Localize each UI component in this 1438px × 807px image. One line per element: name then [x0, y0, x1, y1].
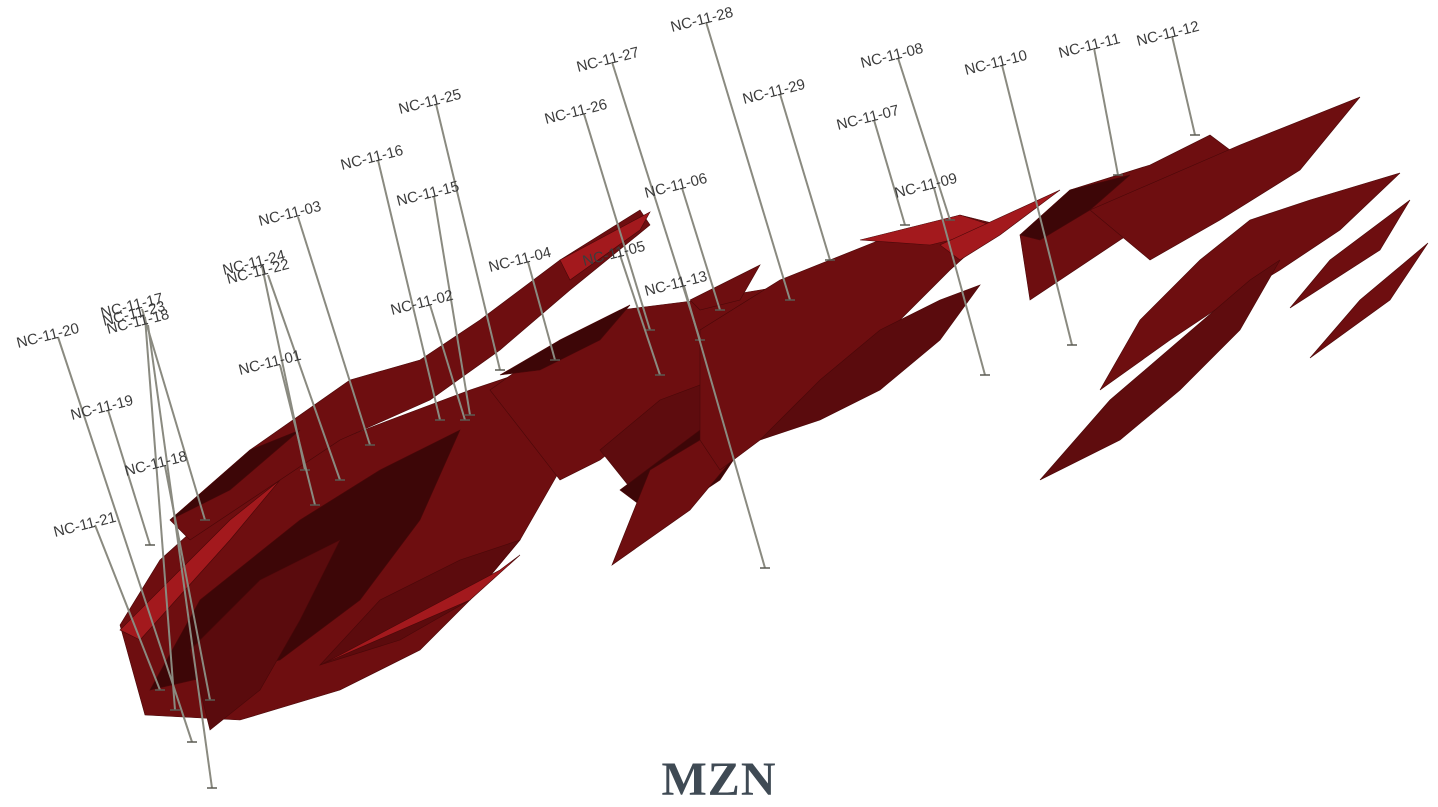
drill-hole-trace — [144, 316, 176, 711]
drill-hole-trace — [377, 159, 441, 421]
drill-hole-label: NC-11-29 — [741, 76, 807, 108]
drill-hole-label: NC-11-25 — [397, 86, 463, 118]
mineralized-zone-solids — [119, 96, 1429, 731]
orebody-panel — [1019, 174, 1131, 241]
drill-hole-label: NC-11-08 — [859, 40, 925, 72]
drill-hole-trace — [94, 524, 161, 691]
drill-hole-label: NC-11-04 — [487, 244, 553, 276]
drill-hole-label: NC-11-02 — [389, 287, 455, 319]
drill-hole-trace — [57, 336, 193, 743]
drill-hole-trace — [433, 195, 471, 416]
drill-hole-label: NC-11-06 — [643, 170, 709, 202]
drill-hole-trace — [107, 409, 151, 546]
drill-hole-trace — [1093, 47, 1119, 176]
orebody-panel — [169, 429, 301, 521]
orebody-panel — [189, 539, 341, 731]
drill-hole-label: NC-11-10 — [963, 47, 1029, 79]
drill-hole-trace — [141, 308, 206, 521]
drill-hole-label: NC-11-13 — [643, 268, 709, 300]
orebody-panel — [499, 304, 631, 376]
drill-hole-label: NC-11-07 — [835, 102, 901, 134]
drill-hole-trace — [267, 274, 341, 481]
drill-hole-label: NC-11-01 — [237, 347, 303, 379]
drill-hole-trace — [147, 324, 213, 789]
orebody-panel — [119, 479, 281, 641]
orebody-panel — [939, 189, 1061, 261]
drill-hole-label: NC-11-16 — [339, 142, 405, 174]
orebody-panel — [559, 211, 651, 281]
drill-hole-trace — [297, 216, 371, 446]
drill-hole-label: NC-11-20 — [15, 320, 81, 352]
orebody-panel — [319, 539, 521, 666]
drill-hole-label: NC-11-09 — [893, 170, 959, 202]
orebody-panel — [759, 284, 981, 441]
drill-hole-trace — [779, 93, 831, 261]
drill-hole-trace — [527, 261, 556, 361]
drill-hole-trace — [933, 187, 986, 376]
drill-hole-trace — [897, 57, 951, 221]
drill-hole-traces — [57, 21, 1200, 789]
orebody-panel — [1089, 96, 1361, 261]
drill-hole-trace — [705, 21, 791, 301]
model-title: MZN — [661, 753, 777, 806]
orebody-panel — [319, 554, 521, 666]
drill-hole-trace — [873, 119, 906, 226]
drill-hole-trace — [683, 285, 766, 569]
orebody-panel — [1039, 259, 1281, 481]
drill-hole-trace — [583, 113, 651, 331]
drill-hole-trace — [1001, 64, 1073, 346]
drill-hole-trace — [1171, 35, 1196, 136]
drill-hole-trace — [164, 465, 211, 701]
drill-hole-label: NC-11-11 — [1057, 30, 1122, 62]
drill-hole-trace — [435, 103, 501, 371]
drill-hole-label: NC-11-28 — [669, 4, 735, 36]
drill-hole-label: NC-11-26 — [543, 96, 609, 128]
drill-hole-trace — [429, 304, 466, 421]
drill-hole-label: NC-11-12 — [1135, 18, 1201, 50]
drill-hole-label: NC-11-03 — [257, 198, 323, 230]
drill-hole-trace — [279, 364, 316, 506]
orebody-panel — [689, 264, 761, 311]
orebody-panel — [1309, 242, 1429, 359]
drill-hole-trace — [619, 254, 661, 376]
drill-hole-label: NC-11-27 — [575, 44, 641, 76]
drill-hole-label: NC-11-15 — [395, 178, 461, 210]
orebody-panel — [169, 209, 651, 541]
orebody-panel — [1289, 199, 1411, 309]
drill-hole-label: NC-11-21 — [52, 509, 118, 541]
drill-hole-trace — [681, 187, 721, 311]
